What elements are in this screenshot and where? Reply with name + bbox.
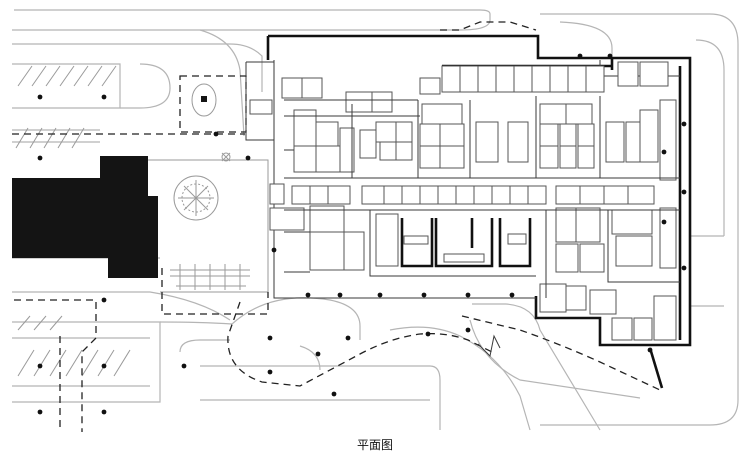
lower-rooms [269, 205, 677, 341]
existing-building [12, 156, 158, 278]
drawing-caption: 平面图 [356, 438, 393, 452]
room-clusters [293, 99, 677, 181]
parking-stripes [15, 65, 131, 377]
entry-canopy [179, 75, 247, 133]
perimeter-rooms-top [249, 61, 669, 115]
ramp-end-wall [648, 347, 664, 389]
corridor-rooms [269, 183, 655, 205]
site-context [12, 9, 739, 431]
ramp-edge [477, 334, 501, 358]
entry-plaza [148, 152, 269, 293]
floor-plan-drawing [12, 9, 739, 432]
dashed-paths [12, 21, 661, 432]
interior-partitions [284, 96, 680, 298]
structural-columns [37, 53, 687, 415]
